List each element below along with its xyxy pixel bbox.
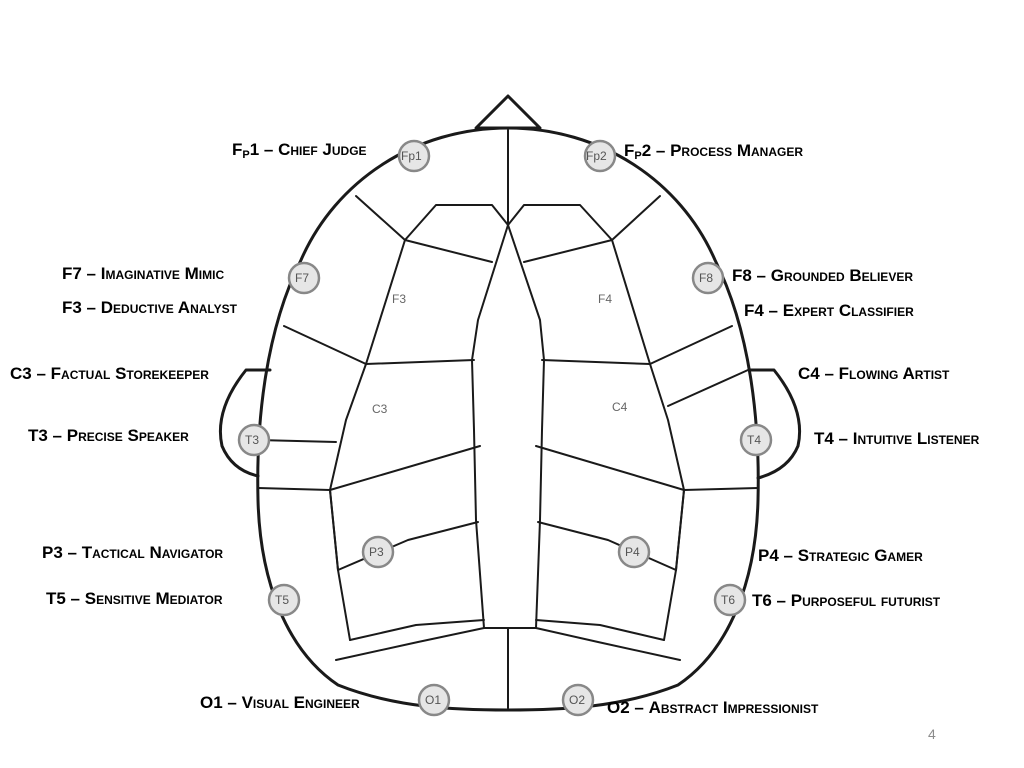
label-t6-code: T6 – xyxy=(752,591,791,610)
electrode-label-p3: P3 xyxy=(369,545,384,559)
label-p3-code: P3 – xyxy=(42,543,82,562)
label-t4-code: T4 – xyxy=(814,429,853,448)
electrode-label-f7: F7 xyxy=(295,271,309,285)
electrode-t4: T4 xyxy=(739,423,773,457)
label-c3-code: C3 – xyxy=(10,364,51,383)
label-t3: T3 – Precise Speaker xyxy=(28,426,189,446)
label-p4-code: P4 – xyxy=(758,546,798,565)
electrode-t6: T6 xyxy=(713,583,747,617)
electrode-label-t3: T3 xyxy=(245,433,259,447)
label-fp1-name: Chief Judge xyxy=(278,140,367,159)
label-fp1-sub: P xyxy=(242,149,250,161)
electrode-p4: P4 xyxy=(617,535,651,569)
region-label-f3: F3 xyxy=(392,292,406,306)
label-t4-name: Intuitive Listener xyxy=(852,429,980,448)
right-ear-outline xyxy=(748,368,802,480)
label-t5-code: T5 – xyxy=(46,589,85,608)
electrode-p3: P3 xyxy=(361,535,395,569)
label-f3-name: Deductive Analyst xyxy=(100,298,237,317)
label-c3-name: Factual Storekeeper xyxy=(50,364,209,383)
label-t5: T5 – Sensitive Mediator xyxy=(46,589,223,609)
label-p4-name: Strategic Gamer xyxy=(797,546,923,565)
head-outline xyxy=(256,126,760,712)
electrode-t5: T5 xyxy=(267,583,301,617)
region-label-c3: C3 xyxy=(372,402,388,416)
label-f4-code: F4 – xyxy=(744,301,783,320)
electrode-label-t5: T5 xyxy=(275,593,289,607)
label-t5-name: Sensitive Mediator xyxy=(84,589,223,608)
label-p4: P4 – Strategic Gamer xyxy=(758,546,923,566)
label-c4-name: Flowing Artist xyxy=(838,364,950,383)
label-t4: T4 – Intuitive Listener xyxy=(814,429,979,449)
electrode-label-t4: T4 xyxy=(747,433,761,447)
label-f7-code: F7 – xyxy=(62,264,101,283)
label-f8-name: Grounded Believer xyxy=(770,266,913,285)
label-o2-name: Abstract Impressionist xyxy=(648,698,819,717)
label-fp2: FP2 – Process Manager xyxy=(624,141,803,162)
label-c4-code: C4 – xyxy=(798,364,839,383)
label-t3-code: T3 – xyxy=(28,426,67,445)
label-fp2-name: Process Manager xyxy=(670,141,803,160)
electrode-label-o1: O1 xyxy=(425,693,441,707)
page-number: 4 xyxy=(928,726,936,742)
label-fp1: FP1 – Chief Judge xyxy=(232,140,367,161)
electrode-o1: O1 xyxy=(417,683,451,717)
electrode-t3: T3 xyxy=(237,423,271,457)
label-t6: T6 – Purposeful futurist xyxy=(752,591,940,611)
label-f8-code: F8 – xyxy=(732,266,771,285)
label-f8: F8 – Grounded Believer xyxy=(732,266,913,286)
label-t6-name: Purposeful futurist xyxy=(790,591,941,610)
label-t3-name: Precise Speaker xyxy=(66,426,189,445)
nose-outline xyxy=(474,94,542,130)
label-o2-code: O2 – xyxy=(607,698,649,717)
label-p3: P3 – Tactical Navigator xyxy=(42,543,223,563)
label-f7-name: Imaginative Mimic xyxy=(100,264,225,283)
label-c3: C3 – Factual Storekeeper xyxy=(10,364,209,384)
label-c4: C4 – Flowing Artist xyxy=(798,364,949,384)
electrode-label-o2: O2 xyxy=(569,693,585,707)
electrode-fp1: Fp1 xyxy=(397,139,431,173)
label-fp2-tail: 2 – xyxy=(641,141,671,160)
label-f3-code: F3 – xyxy=(62,298,101,317)
label-o1-code: O1 – xyxy=(200,693,242,712)
label-o1-name: Visual Engineer xyxy=(241,693,360,712)
label-p3-name: Tactical Navigator xyxy=(81,543,224,562)
label-fp1-tail: 1 – xyxy=(249,140,279,159)
electrode-label-f8: F8 xyxy=(699,271,713,285)
label-fp1-letter: F xyxy=(232,140,243,159)
label-f4-name: Expert Classifier xyxy=(782,301,914,320)
electrode-o2: O2 xyxy=(561,683,595,717)
label-o1: O1 – Visual Engineer xyxy=(200,693,360,713)
electrode-f7: F7 xyxy=(287,261,321,295)
electrode-fp2: Fp2 xyxy=(583,139,617,173)
label-fp2-letter: F xyxy=(624,141,635,160)
electrode-label-fp2: Fp2 xyxy=(586,149,607,163)
region-label-c4: C4 xyxy=(612,400,628,414)
electrode-label-t6: T6 xyxy=(721,593,735,607)
electrode-f8: F8 xyxy=(691,261,725,295)
label-f7: F7 – Imaginative Mimic xyxy=(62,264,224,284)
label-fp2-sub: P xyxy=(634,150,642,162)
region-label-f4: F4 xyxy=(598,292,612,306)
label-f3: F3 – Deductive Analyst xyxy=(62,298,237,318)
label-o2: O2 – Abstract Impressionist xyxy=(607,698,818,718)
electrode-label-p4: P4 xyxy=(625,545,640,559)
electrode-label-fp1: Fp1 xyxy=(401,149,422,163)
left-ear-outline xyxy=(218,368,272,478)
label-f4: F4 – Expert Classifier xyxy=(744,301,914,321)
